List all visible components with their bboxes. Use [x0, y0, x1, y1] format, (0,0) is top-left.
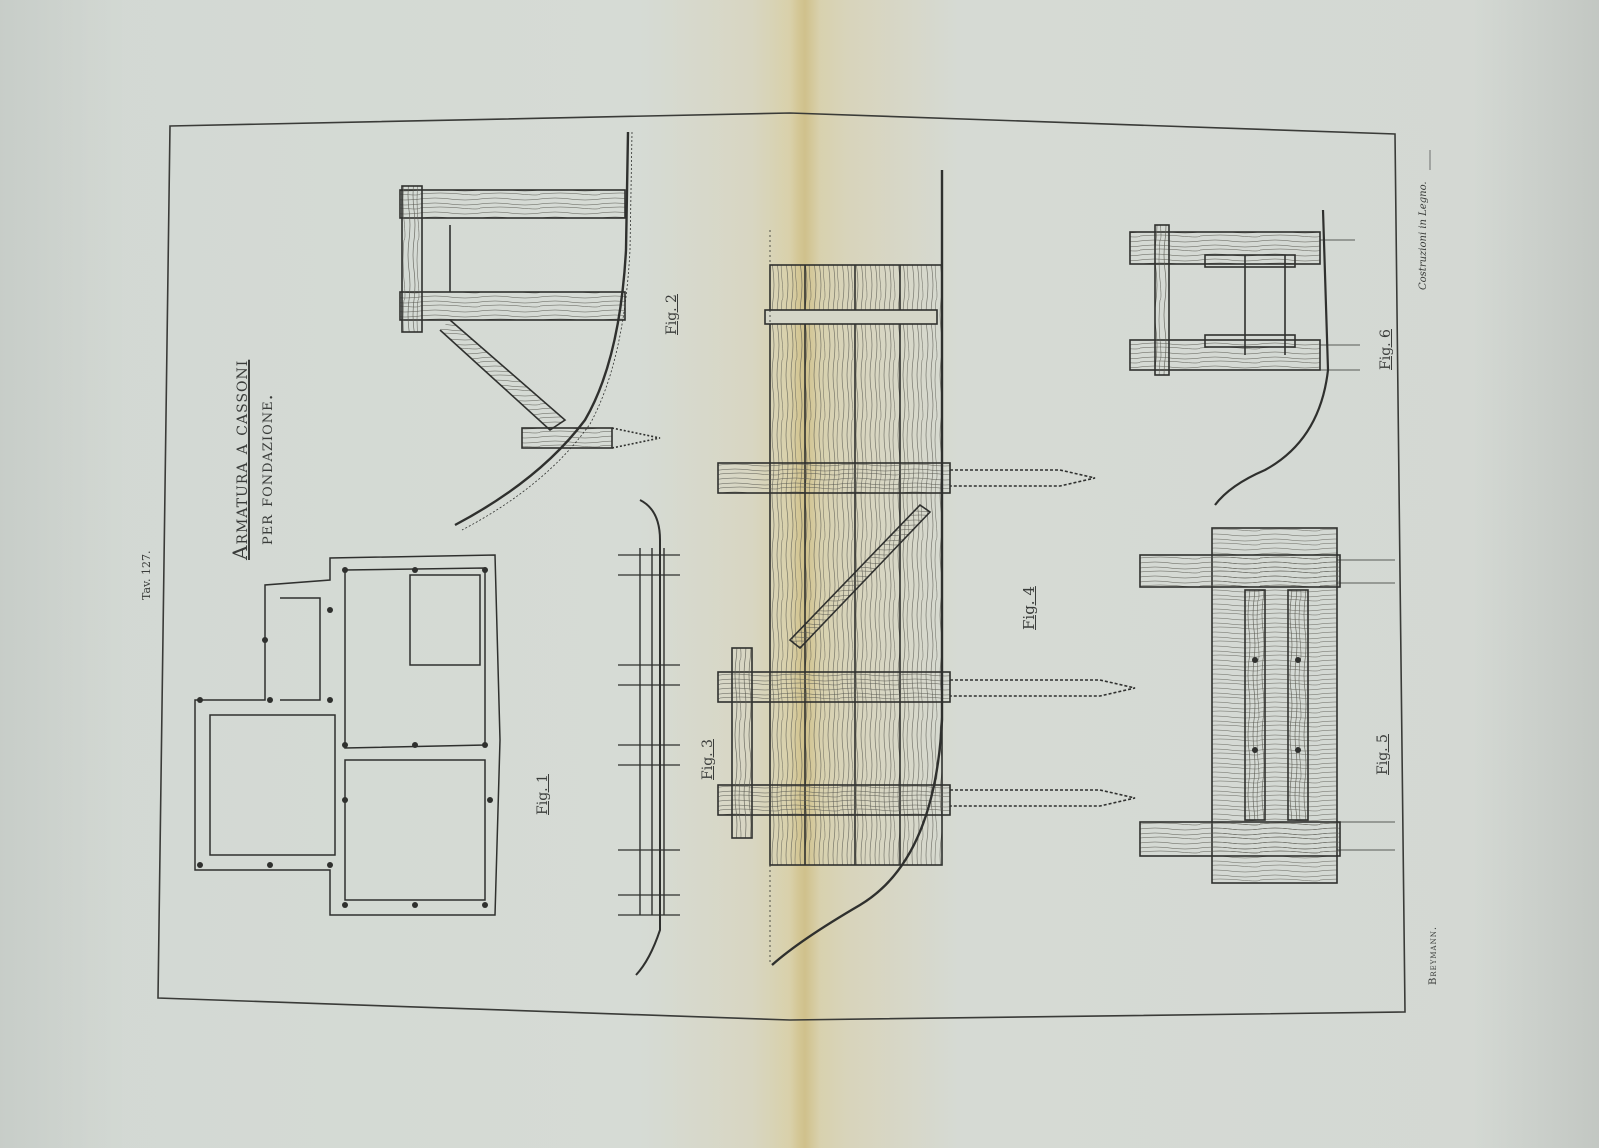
fig1-drawing: [194, 554, 501, 916]
fig6-label: Fig. 6: [1378, 329, 1394, 370]
fig4-drawing: [717, 170, 1136, 966]
plate-title-line2: per fondazione.: [255, 393, 277, 545]
plate-author: Breymann.: [1428, 925, 1439, 985]
fig6-drawing: [1129, 209, 1360, 506]
fig3-drawing: [618, 499, 680, 976]
fig2-label: Fig. 2: [664, 294, 680, 335]
fig1-label: Fig. 1: [535, 774, 551, 815]
plate-number: Tav. 127.: [140, 550, 153, 600]
fig2-drawing: [399, 131, 661, 531]
plate-subject: Costruzioni in Legno.: [1418, 181, 1429, 290]
fig3-label: Fig. 3: [700, 739, 716, 780]
fig5-label: Fig. 5: [1375, 734, 1391, 775]
plate-title-line1: Armatura a cassoni: [228, 359, 252, 560]
fig4-label: Fig. 4: [1020, 586, 1038, 630]
plate-border: [157, 112, 1406, 1021]
fig5-drawing: [1139, 527, 1395, 884]
